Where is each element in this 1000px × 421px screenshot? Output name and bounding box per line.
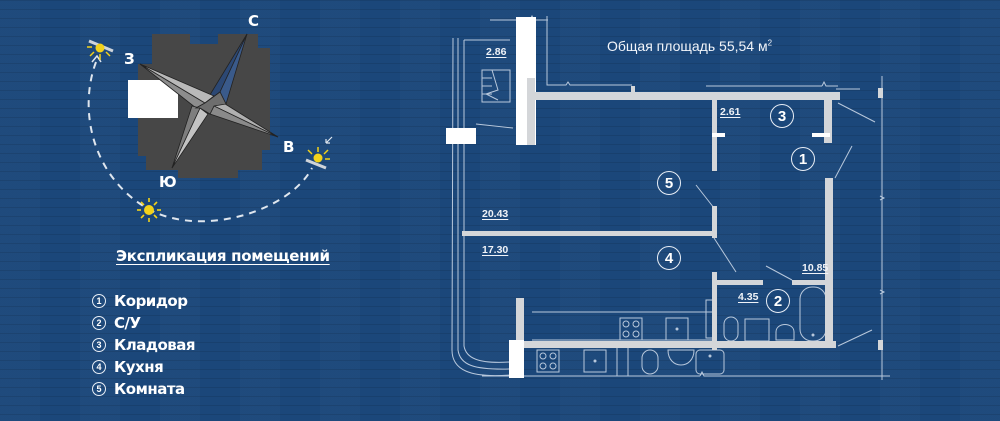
sunrise-sun-icon (305, 136, 333, 170)
compass-star-icon (139, 33, 279, 169)
legend-list: 1 Коридор 2 С/У 3 Кладовая 4 Кухня 5 Ком… (92, 290, 196, 400)
compass-diagram (87, 33, 333, 223)
legend-number-badge: 4 (92, 360, 106, 374)
area-bathroom: 4.35 (738, 291, 759, 303)
sunset-sun-icon (87, 39, 114, 60)
walls (446, 17, 883, 378)
legend-item-label: Коридор (114, 292, 188, 310)
legend-number-badge: 2 (92, 316, 106, 330)
area-storage: 2.61 (720, 106, 741, 118)
compass-south-label: Ю (159, 173, 177, 191)
room-number-kitchen: 4 (657, 246, 681, 270)
room-number-bathroom: 2 (766, 289, 790, 313)
compass-west-label: З (124, 50, 135, 68)
total-area-label: Общая площадь 55,54 м2 (607, 38, 773, 54)
legend-item-label: С/У (114, 314, 141, 332)
legend-number-badge: 3 (92, 338, 106, 352)
room-number-room: 5 (657, 171, 681, 195)
legend-item-label: Кладовая (114, 336, 196, 354)
legend-item-corridor: 1 Коридор (92, 290, 195, 312)
legend-number-badge: 1 (92, 294, 106, 308)
area-room: 20.43 (482, 208, 509, 220)
legend-item-label: Комната (114, 380, 185, 398)
area-kitchen: 17.30 (482, 244, 509, 256)
legend-item-storage: 3 Кладовая (92, 334, 196, 356)
room-number-storage: 3 (770, 104, 794, 128)
area-unit-superscript: 2 (767, 38, 773, 48)
legend-item-kitchen: 4 Кухня (92, 356, 195, 378)
area-balcony: 2.86 (486, 46, 507, 58)
compass-north-label: С (248, 12, 260, 30)
legend-number-badge: 5 (92, 382, 106, 396)
legend-item-room: 5 Комната (92, 378, 195, 400)
legend-item-label: Кухня (114, 358, 164, 376)
legend-item-bathroom: 2 С/У (92, 312, 195, 334)
noon-sun-icon (137, 198, 161, 222)
legend-title: Экспликация помещений (116, 247, 330, 265)
area-corridor: 10.85 (802, 262, 829, 274)
compass-east-label: В (283, 138, 295, 156)
room-number-corridor: 1 (791, 147, 815, 171)
